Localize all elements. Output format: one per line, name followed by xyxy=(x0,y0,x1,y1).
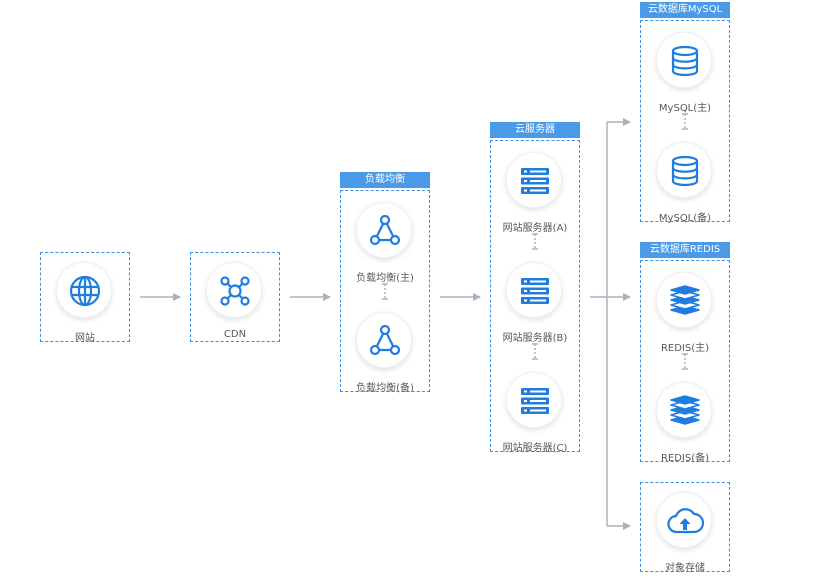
cloud-redis-group xyxy=(640,260,730,462)
node-label: 网站 xyxy=(75,333,95,344)
cdn-network-icon xyxy=(206,262,262,318)
load-balancer-icon xyxy=(356,202,412,258)
node-label: REDIS(备) xyxy=(660,453,710,464)
cloud-server-group-title: 云服务器 xyxy=(490,122,580,138)
node-label: 网站服务器(B) xyxy=(502,333,568,344)
node-lb-master: 负载均衡(主) xyxy=(345,202,425,292)
cloud-mysql-group-title: 云数据库MySQL xyxy=(640,2,730,18)
website-box xyxy=(40,252,130,342)
node-label: 网站服务器(C) xyxy=(502,443,568,454)
server-icon xyxy=(506,262,562,318)
redis-stack-icon xyxy=(656,272,712,328)
database-icon xyxy=(656,142,712,198)
load-balancer-group-title: 负载均衡 xyxy=(340,172,430,188)
node-redis-master: REDIS(主) xyxy=(645,272,725,362)
cloud-redis-group-title: 云数据库REDIS xyxy=(640,242,730,258)
node-label: REDIS(主) xyxy=(660,343,710,354)
node-redis-backup: REDIS(备) xyxy=(645,382,725,472)
cloud-server-group xyxy=(490,140,580,452)
flow-arrows xyxy=(140,118,631,530)
node-lb-backup: 负载均衡(备) xyxy=(345,312,425,402)
node-cdn: CDN xyxy=(195,262,275,352)
node-mysql-master: MySQL(主) xyxy=(645,32,725,122)
cloud-upload-icon xyxy=(656,492,712,548)
load-balancer-group xyxy=(340,190,430,392)
node-object-storage: 对象存储 xyxy=(645,492,725,582)
cloud-mysql-group xyxy=(640,20,730,222)
sync-link-web-ab xyxy=(532,233,538,250)
node-label: MySQL(备) xyxy=(658,213,712,224)
sync-link-web-bc xyxy=(532,343,538,360)
node-label: 网站服务器(A) xyxy=(502,223,568,234)
server-icon xyxy=(506,152,562,208)
load-balancer-icon xyxy=(356,312,412,368)
database-icon xyxy=(656,32,712,88)
node-label: 对象存储 xyxy=(665,563,705,574)
node-label: CDN xyxy=(223,329,247,340)
server-icon xyxy=(506,372,562,428)
redis-stack-icon xyxy=(656,382,712,438)
node-website: 网站 xyxy=(45,262,125,352)
cdn-box xyxy=(190,252,280,342)
globe-icon xyxy=(56,262,112,318)
node-label: 负载均衡(主) xyxy=(356,273,414,284)
node-web-server-a: 网站服务器(A) xyxy=(495,152,575,242)
sync-link-redis xyxy=(682,353,688,370)
node-label: 负载均衡(备) xyxy=(356,383,414,394)
node-web-server-b: 网站服务器(B) xyxy=(495,262,575,352)
node-mysql-backup: MySQL(备) xyxy=(645,142,725,232)
sync-link-mysql xyxy=(682,113,688,130)
node-label: MySQL(主) xyxy=(658,103,712,114)
sync-links xyxy=(382,113,688,370)
sync-link-lb xyxy=(382,283,388,300)
node-web-server-c: 网站服务器(C) xyxy=(495,372,575,462)
